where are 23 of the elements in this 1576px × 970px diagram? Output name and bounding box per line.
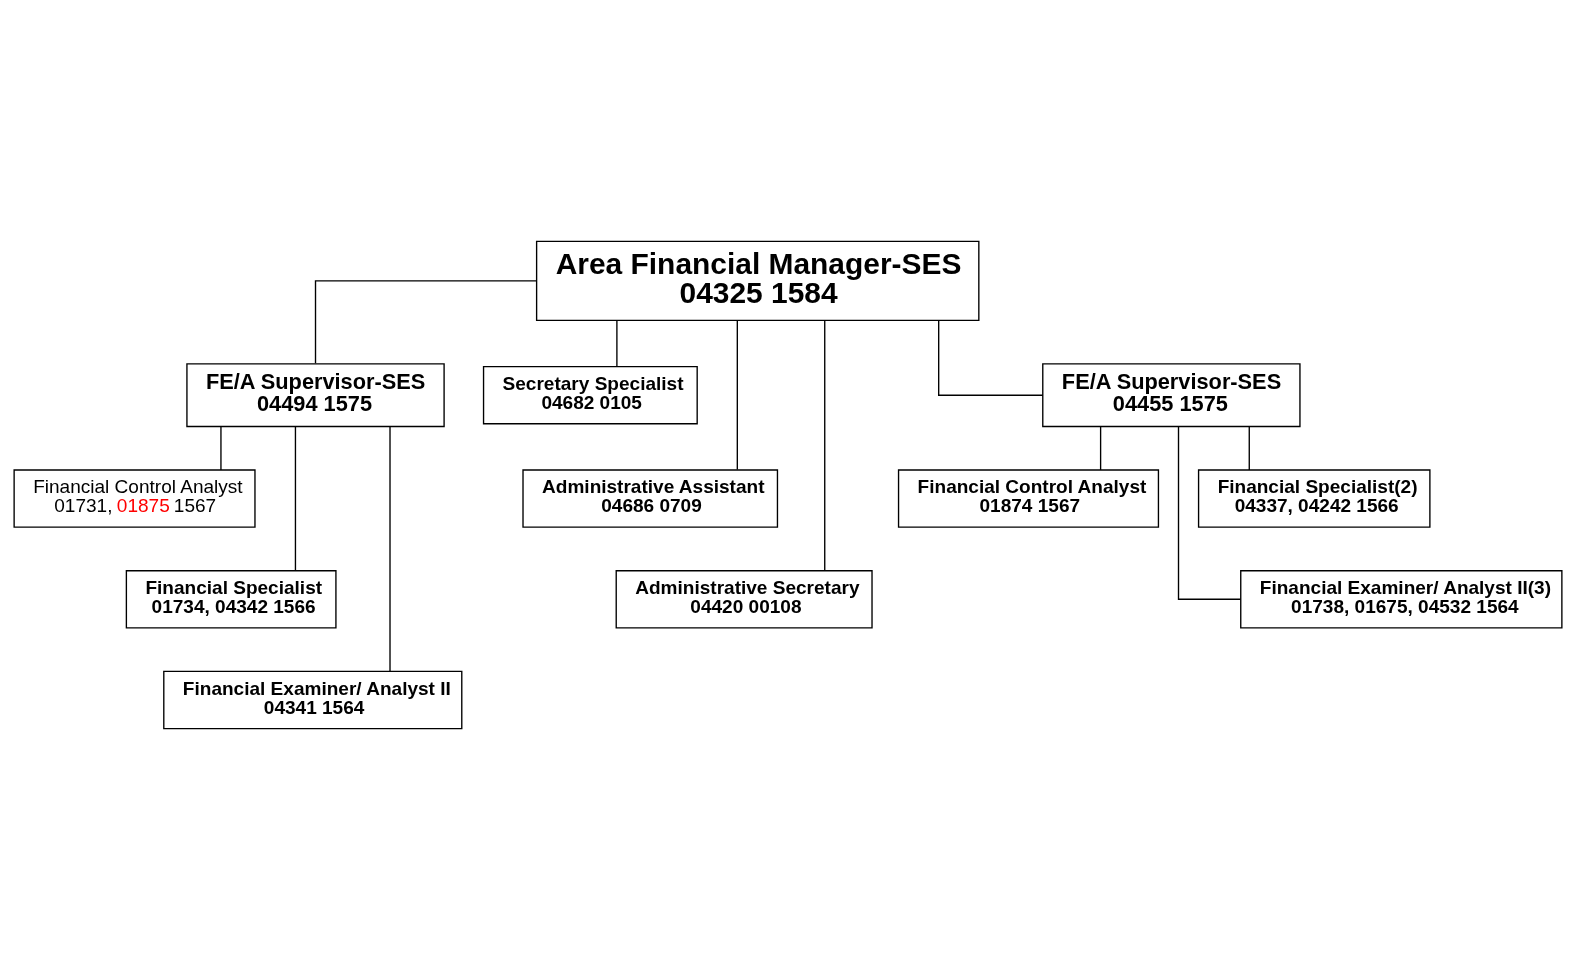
connector — [616, 320, 618, 368]
connector — [389, 426, 391, 673]
connector — [220, 426, 222, 471]
node-box: Financial Examiner/ Analyst II 04341 1564 — [163, 670, 463, 730]
node-box: Financial Specialist(2) 04337, 04242 1566 — [1197, 469, 1431, 528]
node-box: Administrative Assistant 04686 0709 — [522, 469, 779, 528]
connector — [294, 425, 297, 571]
node-box: Financial Examiner/ Analyst II(3) 01738, 01675, 04532 1564 — [1240, 570, 1563, 629]
node-box: Financial Control Analyst 01731, 01875 1567 — [13, 469, 256, 528]
connector — [1099, 426, 1102, 471]
node-box: FE/A Supervisor-SES 04455 1575 — [1042, 363, 1301, 428]
node-box: FE/A Supervisor-SES 04494 1575 — [186, 363, 445, 428]
connector — [1177, 425, 1242, 600]
node-box: Area Financial Manager-SES 04325 1584 — [535, 240, 980, 322]
node-box: Financial Specialist 01734, 04342 1566 — [125, 570, 337, 629]
node-box: Secretary Specialist 04682 0105 — [482, 365, 698, 425]
connector — [314, 280, 538, 365]
connector — [736, 320, 738, 471]
node-box: Financial Control Analyst 01874 1567 — [897, 469, 1160, 528]
node-box: Administrative Secretary 04420 00108 — [615, 570, 873, 629]
connector — [938, 320, 1044, 396]
connector — [1248, 426, 1250, 471]
connector — [824, 319, 826, 572]
